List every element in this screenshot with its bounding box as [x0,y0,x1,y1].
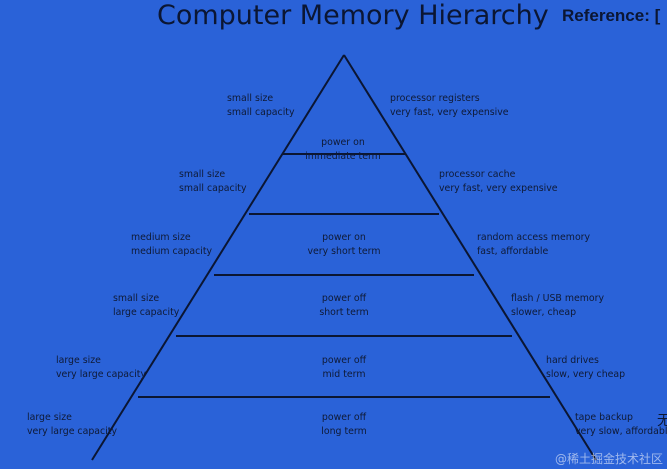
watermark: @稀土掘金技术社区 [554,452,663,466]
tier-4-right-label: flash / USB memory slower, cheap [511,293,604,318]
page-title: Computer Memory Hierarchy [157,0,549,31]
tier-4-left-label: small size large capacity [113,293,180,318]
tier-2-right-label: processor cache very fast, very expensiv… [439,169,558,194]
tier-2-left-label: small size small capacity [179,169,247,194]
tier-5-left-label: large size very large capacity [56,355,147,380]
tier-3-left-label: medium size medium capacity [131,232,213,257]
edge-glyph: 无 [657,413,667,429]
tier-4-center-label: power off short term [319,293,369,318]
tier-1-left-label: small size small capacity [227,93,295,118]
tier-5-right-label: hard drives slow, very cheap [546,355,626,380]
tier-5-center-label: power off mid term [321,355,367,380]
tier-1-right-label: processor registers very fast, very expe… [390,93,509,118]
tier-6-center-label: power off long term [321,412,367,437]
pyramid-left-edge [91,54,345,461]
tier-6-left-label: large size very large capacity [27,412,118,437]
tier-3-right-label: random access memory fast, affordable [477,232,591,257]
reference-label: Reference: [ [562,6,661,25]
tier-3-center-label: power on very short term [307,232,381,257]
tier-6-right-label: tape backup very slow, affordable [575,412,667,437]
tier-1-center-label: power on immediate term [305,137,381,162]
pyramid-right-edge [343,54,597,461]
